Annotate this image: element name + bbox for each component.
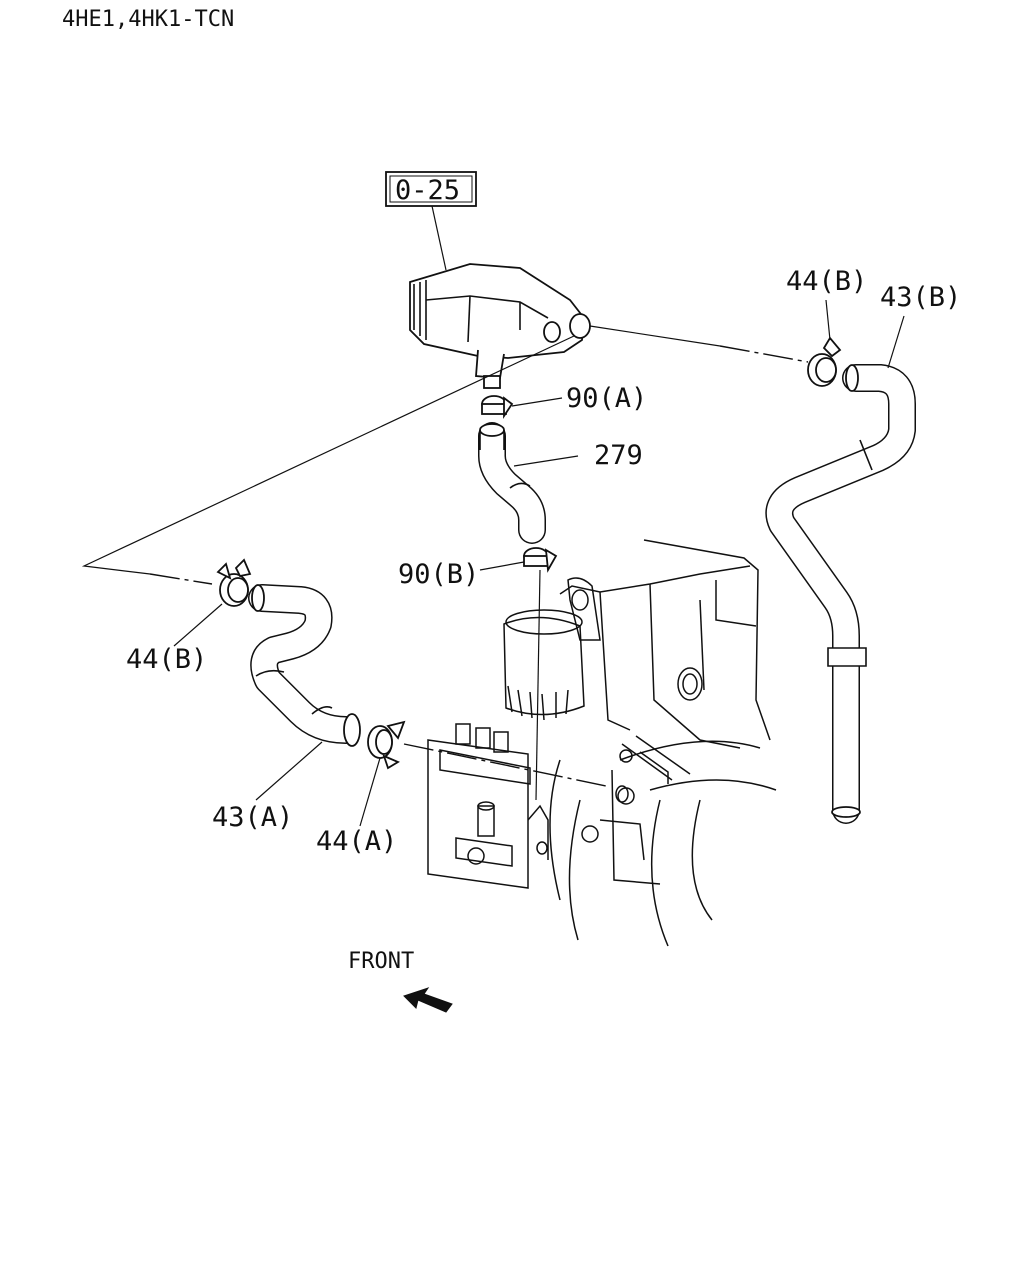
leader-44b-left <box>173 603 223 647</box>
clamp-90a[interactable] <box>481 395 514 419</box>
front-arrow-icon <box>403 987 453 1013</box>
leader-279 <box>513 455 579 467</box>
reference-box[interactable]: 0-25 <box>385 171 477 207</box>
clamp-90b[interactable] <box>523 547 558 573</box>
oil-separator-unit <box>409 263 591 389</box>
leader-90a <box>511 397 563 407</box>
clamp-44a[interactable] <box>367 720 406 770</box>
engine-block <box>427 539 777 947</box>
clamp-44b-right[interactable] <box>807 336 842 387</box>
centerline-90b <box>535 569 541 801</box>
hose-43a[interactable] <box>248 584 361 747</box>
callout-44b-left: 44(B) <box>126 644 207 675</box>
leader-43a <box>255 741 323 801</box>
callout-90b: 90(B) <box>398 559 479 590</box>
callout-43b: 43(B) <box>880 282 961 313</box>
leader-unit-to-right <box>589 325 721 347</box>
callout-279: 279 <box>594 440 643 471</box>
centerline-right <box>719 345 809 363</box>
callout-90a: 90(A) <box>566 383 647 414</box>
reference-code: 0-25 <box>395 175 460 206</box>
leader-90b <box>479 561 525 571</box>
hose-43b[interactable] <box>765 364 916 824</box>
leader-unit-to-left-clamp <box>81 335 575 575</box>
centerline-left <box>149 573 213 585</box>
leader-44a <box>359 757 381 827</box>
leader-44b-right <box>825 299 831 341</box>
callout-44a: 44(A) <box>316 826 397 857</box>
callout-43a: 43(A) <box>212 802 293 833</box>
callout-44b-right: 44(B) <box>786 266 867 297</box>
hose-279[interactable] <box>478 422 546 544</box>
reference-leader <box>431 205 447 271</box>
clamp-44b-left[interactable] <box>216 558 252 607</box>
model-header: 4HE1,4HK1-TCN <box>62 7 234 32</box>
leader-43b <box>887 315 905 369</box>
front-label: FRONT <box>348 949 414 974</box>
centerline-44a <box>403 743 607 787</box>
